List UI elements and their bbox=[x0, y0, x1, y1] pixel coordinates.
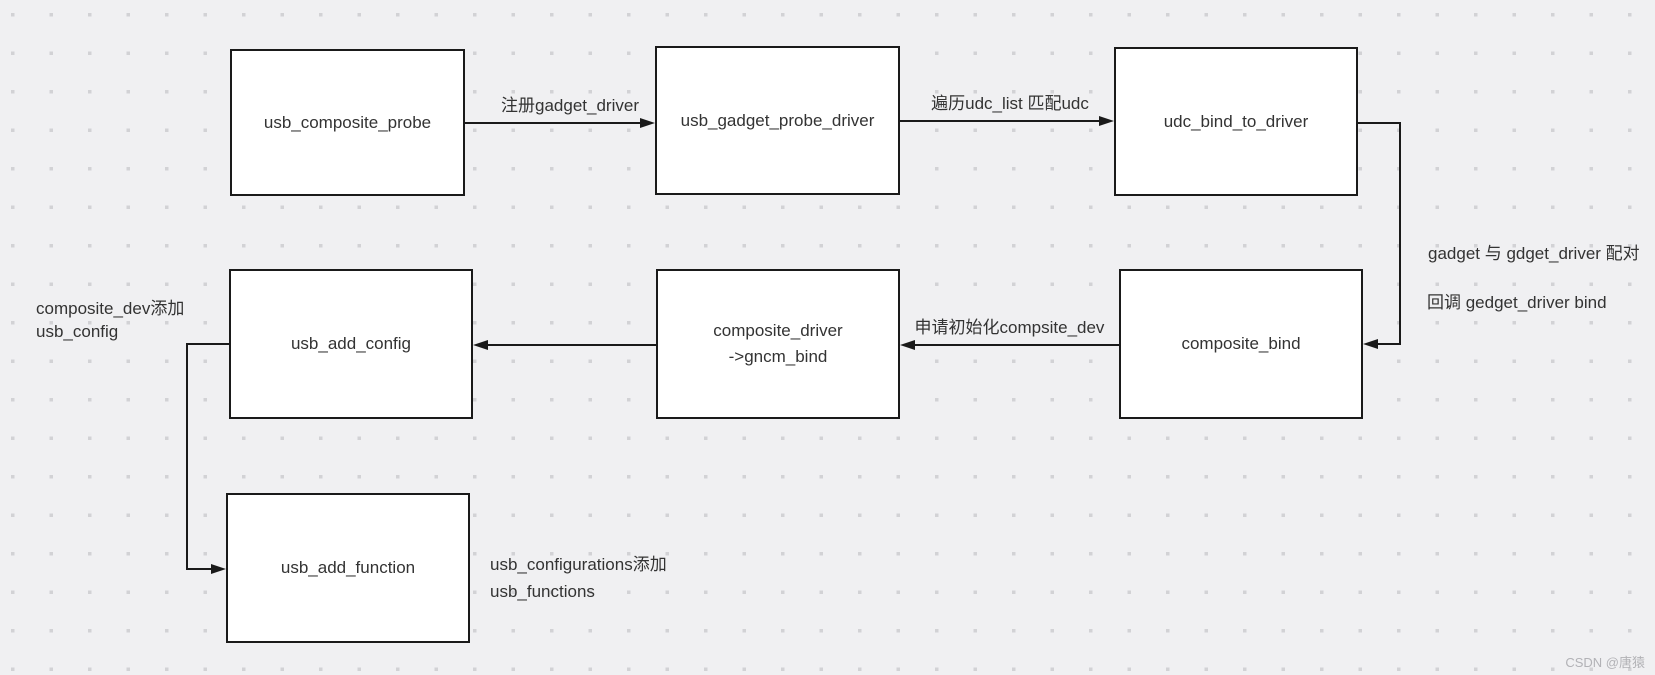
arrowhead-left-icon bbox=[1363, 338, 1378, 349]
node-composite-driver-gncm-bind: composite_driver ->gncm_bind bbox=[656, 269, 900, 419]
edge-gncm-to-add-config-line bbox=[488, 344, 656, 346]
node-label: usb_gadget_probe_driver bbox=[680, 110, 875, 130]
edge-label-traverse-udc-list: 遍历udc_list 匹配udc bbox=[910, 89, 1110, 114]
node-label: usb_add_config bbox=[290, 334, 412, 353]
edge-add-config-to-add-function-segment-v bbox=[186, 343, 188, 570]
arrowhead-right-icon bbox=[640, 117, 655, 128]
arrowhead-left-icon bbox=[473, 339, 488, 350]
note-usb-configurations-add-functions: usb_configurations添加 usb_functions bbox=[490, 555, 667, 601]
node-label: usb_add_function bbox=[280, 558, 416, 577]
arrowhead-right-icon bbox=[211, 563, 226, 574]
arrowhead-left-icon bbox=[900, 339, 915, 350]
edge-probe-to-gadget-probe-line bbox=[465, 122, 641, 124]
node-composite-bind: composite_bind bbox=[1119, 269, 1363, 419]
node-usb-add-function: usb_add_function bbox=[226, 493, 470, 643]
edge-label-text: 申请初始化compsite_dev bbox=[912, 318, 1107, 337]
node-usb-gadget-probe-driver: usb_gadget_probe_driver bbox=[655, 46, 900, 195]
node-usb-add-config: usb_add_config bbox=[229, 269, 473, 419]
note-callback-gadget-driver-bind: 回调 gedget_driver bind bbox=[1427, 293, 1607, 312]
edge-label-text: 遍历udc_list 匹配udc bbox=[929, 94, 1091, 113]
arrowhead-right-icon bbox=[1099, 115, 1114, 126]
node-label: composite_driver ->gncm_bind bbox=[713, 321, 843, 366]
note-composite-dev-add-usb-config: composite_dev添加 usb_config bbox=[36, 299, 185, 341]
edge-label-register-gadget-driver: 注册gadget_driver bbox=[470, 91, 670, 116]
edge-label-text: 注册gadget_driver bbox=[499, 96, 641, 115]
note-gadget-driver-pairing: gadget 与 gdget_driver 配对 bbox=[1428, 244, 1640, 263]
edge-udc-to-composite-segment-h2 bbox=[1378, 343, 1401, 345]
csdn-watermark: CSDN @唐猿 bbox=[1565, 655, 1645, 670]
edge-label-init-compsite-dev: 申请初始化compsite_dev bbox=[900, 313, 1119, 338]
node-label: usb_composite_probe bbox=[263, 112, 432, 132]
edge-udc-to-composite-segment-h1 bbox=[1358, 122, 1401, 124]
edge-gadget-probe-to-udc-bind-line bbox=[900, 120, 1100, 122]
node-label: udc_bind_to_driver bbox=[1163, 111, 1309, 131]
node-udc-bind-to-driver: udc_bind_to_driver bbox=[1114, 47, 1358, 196]
node-label: composite_bind bbox=[1181, 334, 1301, 353]
node-usb-composite-probe: usb_composite_probe bbox=[230, 49, 465, 196]
edge-add-config-to-add-function-segment-h2 bbox=[186, 568, 211, 570]
edge-add-config-to-add-function-segment-h1 bbox=[186, 343, 229, 345]
edge-composite-bind-to-gncm-line bbox=[915, 344, 1119, 346]
edge-udc-to-composite-segment-v bbox=[1399, 122, 1401, 344]
